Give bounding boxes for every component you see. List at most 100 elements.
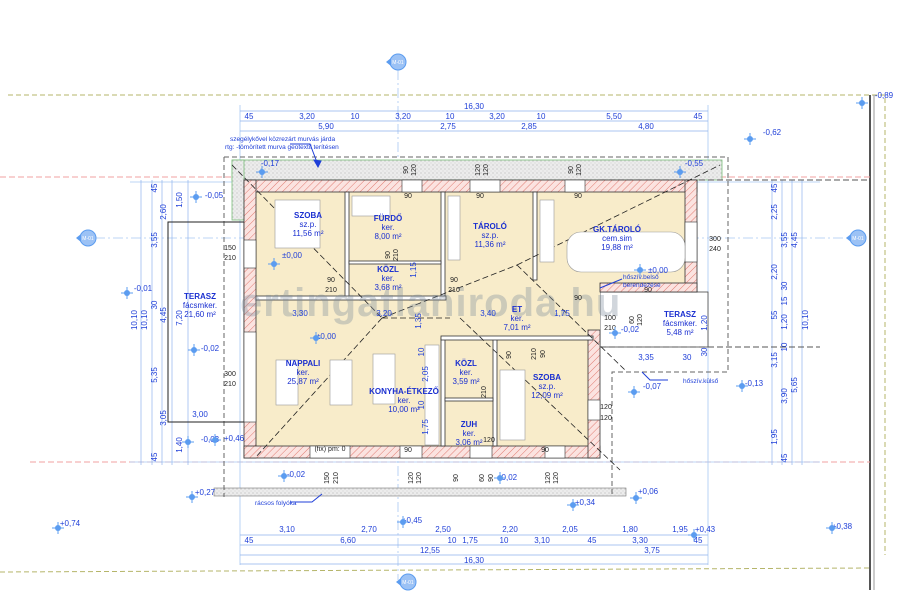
- level-marker: +0,06: [638, 487, 659, 496]
- dimension-label: 2,25: [770, 204, 779, 220]
- level-marker: ±0,00: [282, 251, 303, 260]
- note-heat-pump-indoor: berendezése: [623, 282, 661, 289]
- level-point-icon: [52, 522, 64, 534]
- room-name: TERASZ: [184, 292, 216, 301]
- level-point-icon: [826, 522, 838, 534]
- opening-size: 90: [541, 447, 549, 454]
- opening-size: 240: [709, 246, 721, 253]
- dimension-label: 30: [150, 300, 159, 309]
- room-type: cem.sim: [602, 234, 632, 243]
- level-point-icon: [121, 287, 133, 299]
- room-type: sz.p.: [482, 231, 499, 240]
- dimension-label: 2,85: [521, 122, 537, 131]
- dimension-label: 10: [500, 536, 509, 545]
- room-area: 25,87 m²: [287, 377, 319, 386]
- dimension-label: 1,75: [554, 309, 570, 318]
- dimension-label: 6,60: [340, 536, 356, 545]
- level-point-icon: [634, 264, 646, 276]
- dimension-label: 10: [417, 400, 426, 409]
- level-marker: -0,02: [499, 473, 518, 482]
- level-point-icon: [188, 344, 200, 356]
- opening-size: 90: [453, 474, 460, 482]
- level-point-icon: [278, 470, 290, 482]
- dimension-label: 10: [446, 112, 455, 121]
- level-marker: -0,02: [287, 470, 306, 479]
- room-type: ker.: [460, 368, 473, 377]
- dimension-label: 45: [245, 112, 254, 121]
- section-marker-icon[interactable]: M-01: [396, 573, 417, 591]
- level-marker: -0,02: [621, 325, 640, 334]
- opening-size: 150: [324, 472, 331, 484]
- room-area: 21,60 m²: [184, 310, 216, 319]
- opening-size: 210: [333, 472, 340, 484]
- note-fixed-glazing: (fix) pm: 0: [314, 446, 345, 453]
- dimension-label: 1,95: [770, 429, 779, 445]
- level-marker: -0,07: [643, 382, 662, 391]
- level-point-icon: [190, 191, 202, 203]
- opening-size: 120: [600, 415, 612, 422]
- section-marker-icon[interactable]: M-01: [846, 229, 867, 247]
- dimension-label: 2,75: [440, 122, 456, 131]
- level-point-icon: [609, 327, 621, 339]
- level-marker: +0,46: [224, 434, 245, 443]
- room-area: 19,88 m²: [601, 243, 633, 252]
- note-drain: rácsos folyóka: [255, 500, 297, 507]
- opening-size: 120: [416, 472, 423, 484]
- dimension-label: 2,05: [421, 366, 430, 382]
- opening-size: 210: [224, 381, 236, 388]
- dimension-label: 45: [588, 536, 597, 545]
- opening-size: 90: [574, 193, 582, 200]
- opening-size: 120: [600, 404, 612, 411]
- section-marker-icon[interactable]: M-01: [386, 53, 407, 71]
- room-type: sz.p.: [539, 382, 556, 391]
- level-point-icon: [736, 380, 748, 392]
- room-type: ker.: [463, 429, 476, 438]
- room-type: ker.: [398, 396, 411, 405]
- dimension-label: 3,35: [638, 353, 654, 362]
- level-marker: -0,17: [261, 159, 280, 168]
- terrace-right: [599, 291, 709, 348]
- room-area: 12,09 m²: [531, 391, 563, 400]
- room-name: ET: [512, 305, 522, 314]
- dimension-label: 2,70: [361, 525, 377, 534]
- opening-size: 120: [475, 164, 482, 176]
- dimension-label: 5,65: [790, 377, 799, 393]
- dimension-label: 4,45: [790, 232, 799, 248]
- level-point-icon: [397, 516, 409, 528]
- level-marker: -0,89: [875, 91, 894, 100]
- dimension-label: 10: [417, 347, 426, 356]
- note-heat-pump-outdoor: hőszív.külső: [683, 378, 719, 385]
- opening-size: 300: [224, 371, 236, 378]
- opening-size: 120: [576, 164, 583, 176]
- room-type: sz.p.: [300, 220, 317, 229]
- dimension-label: 7,20: [175, 310, 184, 326]
- dimension-label: 30: [700, 347, 709, 356]
- opening-size: 210: [604, 325, 616, 332]
- note-heat-pump-indoor: hőszív.belső: [623, 274, 659, 281]
- dimension-label: 45: [694, 536, 703, 545]
- section-marker-label: M-01: [402, 580, 414, 586]
- note-gravel-base: rtg: -tömörített murva geotextil terítés…: [225, 144, 339, 151]
- level-marker: +0,27: [195, 488, 216, 497]
- dimension-label: 10,10: [801, 309, 810, 330]
- room-area: 8,00 m²: [374, 232, 401, 241]
- room-name: TÁROLÓ: [473, 222, 507, 231]
- dimension-label: 10: [448, 536, 457, 545]
- dimension-label: 10: [537, 112, 546, 121]
- room-type: fácsmker.: [663, 319, 697, 328]
- dimension-label: 2,20: [502, 525, 518, 534]
- dimension-label: 3,75: [644, 546, 660, 555]
- dimension-label: 45: [694, 112, 703, 121]
- opening-size: 210: [531, 348, 538, 360]
- dimension-label: 30: [683, 353, 692, 362]
- section-marker-icon[interactable]: M-01: [76, 229, 97, 247]
- dimension-label: 16,30: [464, 556, 485, 565]
- dimension-label: 2,20: [770, 264, 779, 280]
- level-point-icon: [268, 258, 280, 270]
- opening-size: 120: [637, 314, 644, 326]
- dimension-label: 10: [351, 112, 360, 121]
- dimension-label: 2,50: [435, 525, 451, 534]
- opening-size: 90: [488, 474, 495, 482]
- dimension-label: 10,10: [130, 309, 139, 330]
- opening-size: 120: [545, 472, 552, 484]
